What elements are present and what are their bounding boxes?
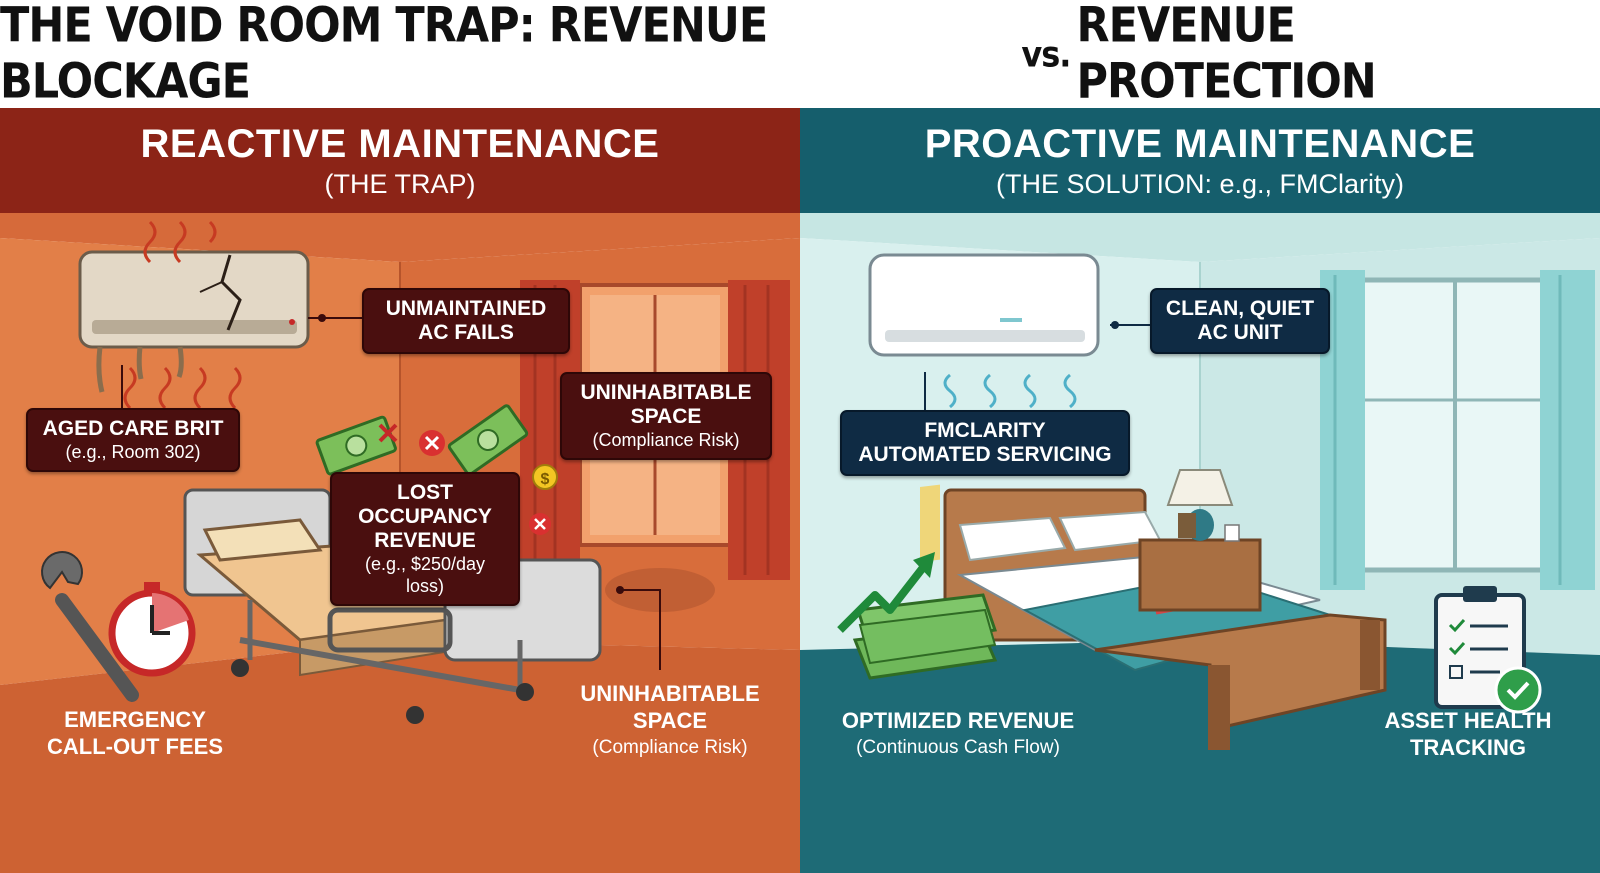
stopwatch-icon [108,582,196,677]
callout-line: CLEAN, QUIET [1165,297,1315,320]
callout-line: UNMAINTAINED [385,297,547,320]
falling-money: $ [315,404,558,535]
uninhabitable-space-label: UNINHABITABLE SPACE (Compliance Risk) [560,680,780,761]
bed-pillow [958,516,1067,562]
right-header-band [800,108,1600,213]
clean-ac-unit [868,253,1100,409]
broken-ac-unit [78,220,310,410]
proactive-maintenance-header: PROACTIVE MAINTENANCE (THE SOLUTION: e.g… [800,108,1600,213]
reactive-maintenance-header: REACTIVE MAINTENANCE (THE TRAP) [0,108,800,213]
wrench-icon [41,551,139,702]
heat-waves-top [143,220,217,264]
callout-detail: (e.g., $250/day loss) [364,554,486,596]
right-window [1320,270,1595,590]
bed-side-rail [327,607,453,653]
bed-wheel [231,659,249,677]
lost-revenue-callout: LOST OCCUPANCY REVENUE (e.g., $250/day l… [330,472,520,606]
heat-waves-bottom [123,366,242,410]
photo-frame-icon [1178,513,1196,538]
left-header-band [0,108,800,213]
callout-line: FMCLARITY [924,419,1046,442]
room-callout: AGED CARE BRIT (e.g., Room 302) [26,408,240,472]
clean-ac-callout: CLEAN, QUIET AC UNIT [1150,288,1330,354]
uninhabitable-callout: UNINHABITABLE SPACE (Compliance Risk) [560,372,772,460]
left-ceiling [0,213,800,262]
ac-leak-drips [96,346,184,393]
right-curtain-right [1540,270,1595,590]
cross-icon [378,423,398,443]
bed-wheel [406,706,424,724]
callout-detail: (Compliance Risk) [592,430,740,450]
callout-line: AC UNIT [1197,321,1283,344]
callout-line: LOST [397,481,453,504]
asset-health-label: ASSET HEALTH TRACKING [1368,707,1568,761]
title-part-1: THE VOID ROOM TRAP: REVENUE BLOCKAGE [0,0,768,110]
callout-line: AUTOMATED SERVICING [858,443,1112,466]
clipboard-icon [1434,586,1542,714]
emergency-fees-label: EMERGENCY CALL-OUT FEES [20,706,250,760]
leader-line [620,589,661,670]
label-line: EMERGENCY [64,707,206,732]
lamp-icon [1166,469,1234,506]
right-heading: PROACTIVE MAINTENANCE [924,121,1476,166]
optimized-revenue-label: OPTIMIZED REVENUE (Continuous Cash Flow) [818,707,1098,761]
callout-line: AGED CARE BRIT [42,417,224,440]
right-floor [800,640,1600,873]
title-vs: vs. [1021,32,1071,76]
right-subheading: (THE SOLUTION: e.g., FMClarity) [995,168,1405,199]
coin-symbol: $ [541,471,550,488]
label-detail: (Compliance Risk) [592,737,748,758]
page-title: THE VOID ROOM TRAP: REVENUE BLOCKAGE vs.… [0,0,1600,114]
ac-fails-callout: UNMAINTAINED AC FAILS [362,288,570,354]
money-stack-icon [852,484,998,680]
label-line: OPTIMIZED REVENUE [841,708,1075,733]
left-heading: REACTIVE MAINTENANCE [140,121,660,166]
callout-line: OCCUPANCY [358,505,492,528]
label-line: UNINHABITABLE [580,681,760,706]
banknote-icon [315,415,397,476]
nightstand [1138,469,1262,612]
label-line: SPACE [632,708,708,733]
callout-line: REVENUE [374,529,476,552]
ac-crack [220,254,242,331]
bed-pillow [202,518,323,562]
left-floor [0,640,800,873]
banknote-icon [447,404,529,476]
check-circle-icon [1494,666,1542,714]
title-part-2: REVENUE PROTECTION [1076,0,1376,110]
coin-icon [532,464,558,490]
bed-wheel [516,683,534,701]
label-line: CALL-OUT FEES [47,734,223,759]
cool-air-icon [943,373,1077,409]
callout-detail: (e.g., Room 302) [65,442,201,462]
label-detail: (Continuous Cash Flow) [856,737,1060,758]
callout-line: SPACE [630,405,702,428]
label-line: ASSET HEALTH [1384,708,1552,733]
growth-arrow-icon [837,562,929,633]
label-line: TRACKING [1409,735,1527,760]
automated-servicing-callout: FMCLARITY AUTOMATED SERVICING [840,410,1130,476]
callout-line: UNINHABITABLE [580,381,752,404]
callout-line: AC FAILS [418,321,514,344]
right-ceiling [800,213,1600,262]
mug-icon [1224,524,1240,542]
left-subheading: (THE TRAP) [324,168,476,199]
